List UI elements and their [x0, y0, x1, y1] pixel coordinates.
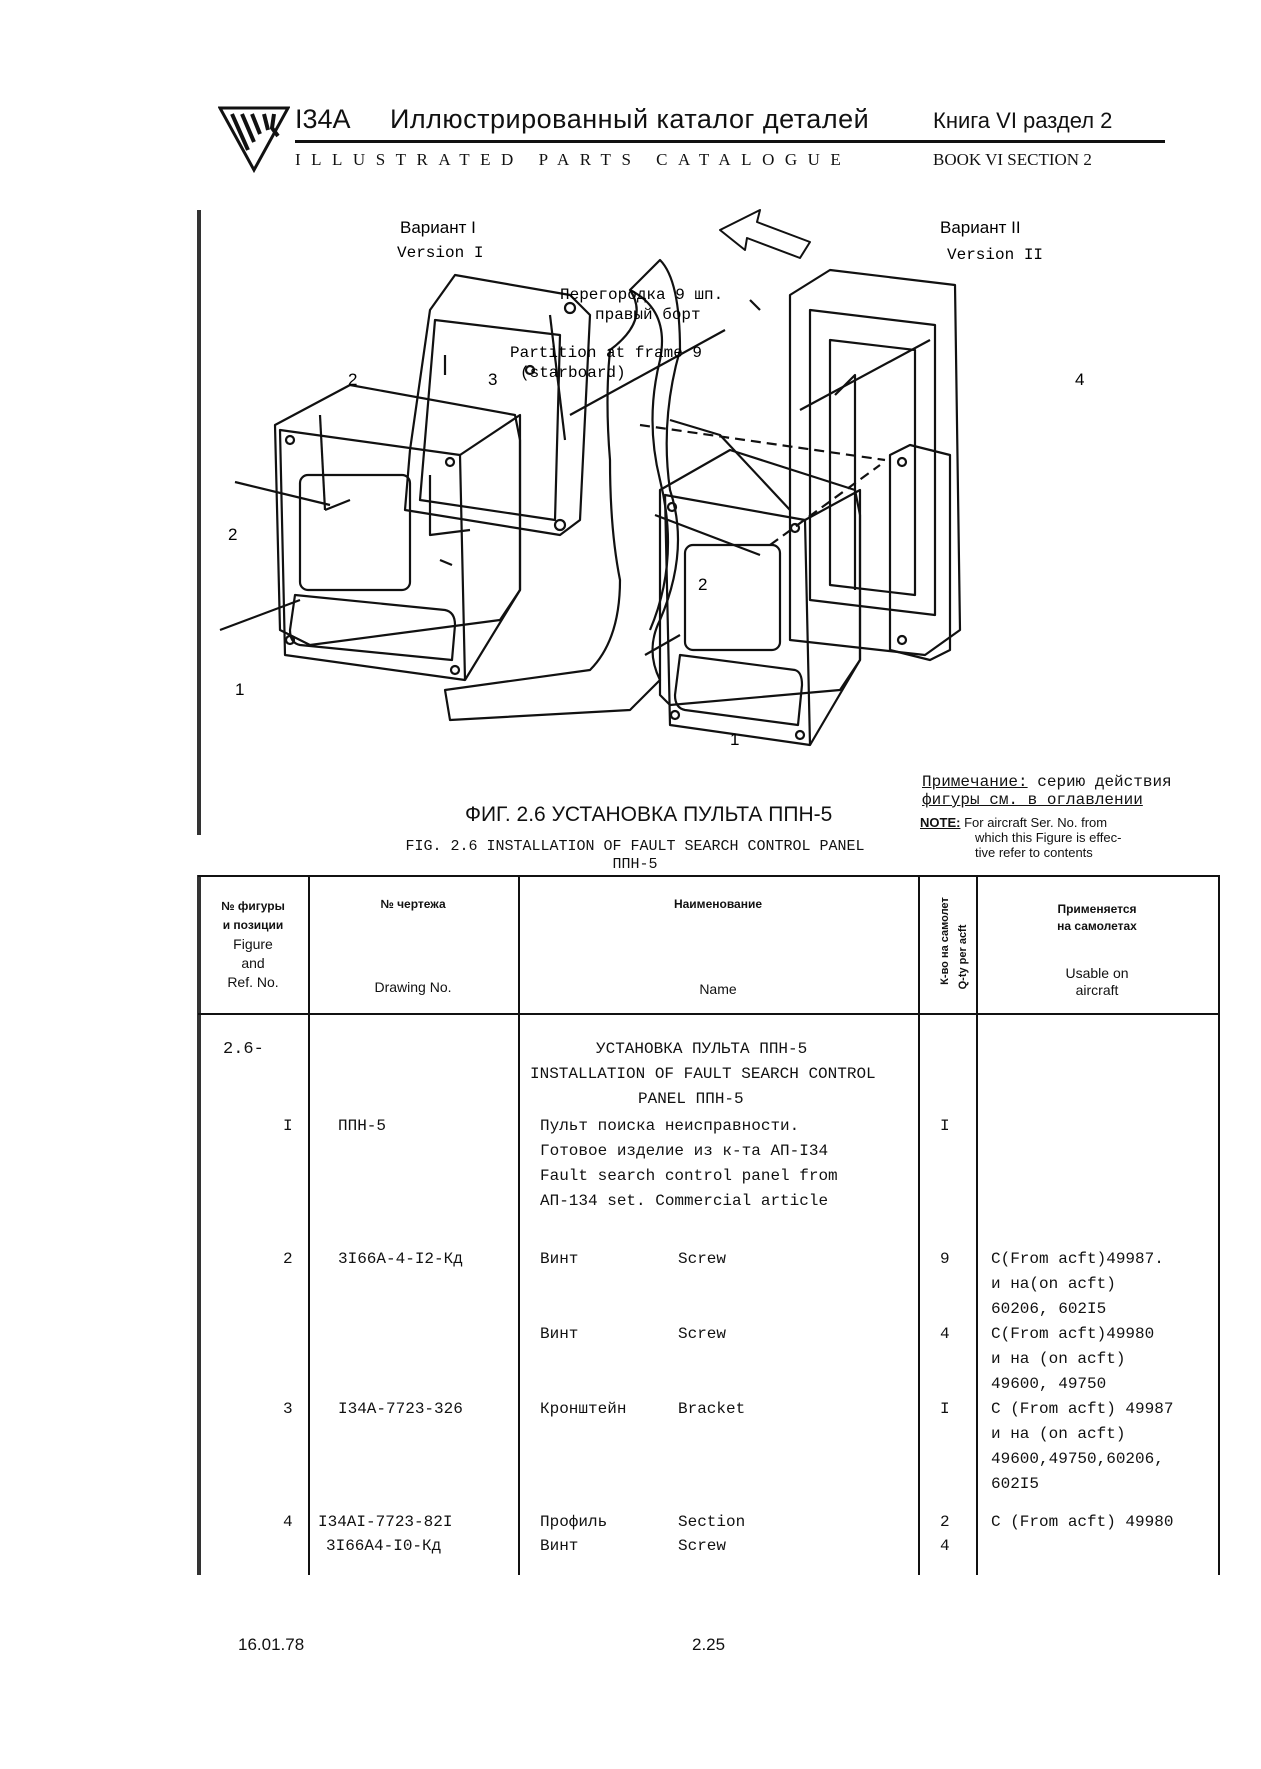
figure-caption-en-line1: FIG. 2.6 INSTALLATION OF FAULT SEARCH CO… [405, 838, 865, 855]
partition-en-line1: Partition at frame 9 [510, 344, 702, 362]
row6-qty: 4 [940, 1537, 950, 1555]
row6-drawing: 3I66A4-I0-Кд [326, 1537, 442, 1555]
group-title-en-line2: PANEL ППН-5 [638, 1090, 744, 1108]
row3-name-ru: Винт [540, 1325, 579, 1343]
row2-qty: 9 [940, 1250, 950, 1268]
header-drawing: № чертежа Drawing No. [374, 897, 452, 995]
note-ru-label: Примечание: [922, 773, 1028, 791]
figure-line-art [219, 209, 962, 747]
note-en-label: NOTE: [920, 815, 961, 830]
row2-usable-line1: С(From acft)49987. [991, 1250, 1164, 1268]
table-col-rule-2 [518, 875, 520, 1575]
table-col-rule-1 [308, 875, 310, 1575]
row3-usable-line2: и на (on acft) [991, 1350, 1126, 1368]
variant1-ru-label: Вариант I [400, 218, 476, 237]
group-title-en: INSTALLATION OF FAULT SEARCH CONTROL [530, 1065, 876, 1083]
partition-ru-line1: Перегородка 9 шп. [560, 286, 723, 304]
row4-usable-line1: С (From acft) 49987 [991, 1400, 1174, 1418]
row3-qty: 4 [940, 1325, 950, 1343]
row4-ref: 3 [283, 1400, 293, 1418]
note-en-line3: tive refer to contents [975, 845, 1093, 860]
header-rule [295, 140, 1165, 143]
figure-caption-en: FIG. 2.6 INSTALLATION OF FAULT SEARCH CO… [355, 838, 915, 874]
row5-usable-line1: С (From acft) 49980 [991, 1513, 1174, 1531]
row6-name-en: Screw [678, 1537, 727, 1555]
group-title-ru: УСТАНОВКА ПУЛЬТА ППН-5 [596, 1040, 808, 1058]
callout-3: 3 [488, 370, 497, 389]
row2-usable-line3: 60206, 602I5 [991, 1300, 1107, 1318]
row4-qty: I [940, 1400, 950, 1418]
variant2-ru-label: Вариант II [940, 218, 1021, 237]
catalogue-code: I34A [295, 104, 351, 134]
row4-drawing: I34A-7723-326 [338, 1400, 463, 1418]
row2-name-en: Screw [678, 1250, 727, 1268]
header-figure: № фигуры и позиции Figure and Ref. No. [221, 899, 285, 990]
note-en-line2: which this Figure is effec- [975, 830, 1122, 845]
catalogue-title-ru: Иллюстрированный каталог деталей [390, 104, 870, 134]
group-ref: 2.6- [223, 1040, 264, 1059]
row4-usable-line4: 602I5 [991, 1475, 1040, 1493]
row3-usable-line3: 49600, 49750 [991, 1375, 1107, 1393]
row2-drawing: 3I66A-4-I2-Кд [338, 1250, 463, 1268]
header-usable: Применяется на самолетах Usable on aircr… [1057, 902, 1137, 998]
callout-2-top: 2 [348, 370, 357, 389]
row4-name-en: Bracket [678, 1400, 746, 1418]
header-name: Наименование Name [673, 897, 763, 997]
variant2-en-label: Version II [947, 246, 1043, 264]
partition-ru-line2: правый борт [595, 306, 701, 324]
row4-name-ru: Кронштейн [540, 1400, 627, 1418]
row1-name-line2: Готовое изделие из к-та АП-I34 [540, 1142, 829, 1160]
row5-ref: 4 [283, 1513, 293, 1531]
installation-figure: Вариант I Version I Вариант II Version I… [219, 209, 1084, 749]
note-en: NOTE: For aircraft Ser. No. from which t… [920, 815, 1220, 860]
figure-caption-ru: ФИГ. 2.6 УСТАНОВКА ПУЛЬТА ППН-5 [465, 803, 833, 826]
book-section-en: BOOK VI SECTION 2 [933, 150, 1092, 169]
note-ru: Примечание: серию действия фигуры см. в … [922, 773, 1222, 809]
header-qty: К-во на самолет Q-ty per acft [939, 897, 969, 990]
table-col-rule-4 [976, 875, 978, 1575]
callout-2-left: 2 [228, 525, 237, 544]
row2-name-ru: Винт [540, 1250, 579, 1268]
row5-drawing: I34AI-7723-82I [318, 1513, 453, 1531]
figure-caption-en-line2: ППН-5 [612, 856, 658, 873]
variant1-en-label: Version I [397, 244, 483, 262]
footer-page-number: 2.25 [692, 1635, 726, 1654]
callout-1-right: 1 [730, 730, 739, 749]
row3-usable-line1: С(From acft)49980 [991, 1325, 1155, 1343]
row1-drawing: ППН-5 [338, 1117, 387, 1135]
table-header-rule [198, 1013, 1220, 1015]
row6-name-ru: Винт [540, 1537, 579, 1555]
row4-usable-line2: и на (on acft) [991, 1425, 1126, 1443]
row3-name-en: Screw [678, 1325, 727, 1343]
footer-date: 16.01.78 [238, 1635, 305, 1654]
row1-name-line1: Пульт поиска неисправности. [540, 1117, 800, 1135]
row1-ref: I [283, 1117, 293, 1135]
callout-1-left: 1 [235, 680, 244, 699]
row1-name-line4: АП-134 set. Commercial article [540, 1192, 829, 1210]
margin-bar-table [197, 875, 201, 1575]
row5-qty: 2 [940, 1513, 950, 1531]
row1-name-line3: Fault search control panel from [540, 1167, 838, 1185]
partition-en-line2: (starboard) [520, 364, 626, 382]
table-top-rule [198, 875, 1220, 877]
callout-4: 4 [1075, 370, 1084, 389]
note-ru-line1: серию действия [1037, 773, 1172, 791]
callout-2-right: 2 [698, 575, 707, 594]
row1-qty: I [940, 1117, 950, 1135]
parts-table: № фигуры и позиции Figure and Ref. No. №… [198, 875, 1220, 1575]
note-ru-line2: фигуры см. в оглавлении [922, 791, 1143, 809]
row4-usable-line3: 49600,49750,60206, [991, 1450, 1164, 1468]
row2-ref: 2 [283, 1250, 293, 1268]
row5-name-en: Section [678, 1513, 746, 1531]
note-en-line1: For aircraft Ser. No. from [964, 815, 1108, 830]
catalogue-title-en: ILLUSTRATED PARTS CATALOGUE [295, 150, 852, 169]
margin-bar-figure [197, 210, 201, 835]
catalogue-logo [218, 106, 290, 174]
row5-name-ru: Профиль [540, 1513, 608, 1531]
row2-usable-line2: и на(on acft) [991, 1275, 1116, 1293]
book-section-ru: Книга VI раздел 2 [933, 108, 1113, 133]
table-col-rule-3 [918, 875, 920, 1575]
table-right-rule [1218, 875, 1220, 1575]
